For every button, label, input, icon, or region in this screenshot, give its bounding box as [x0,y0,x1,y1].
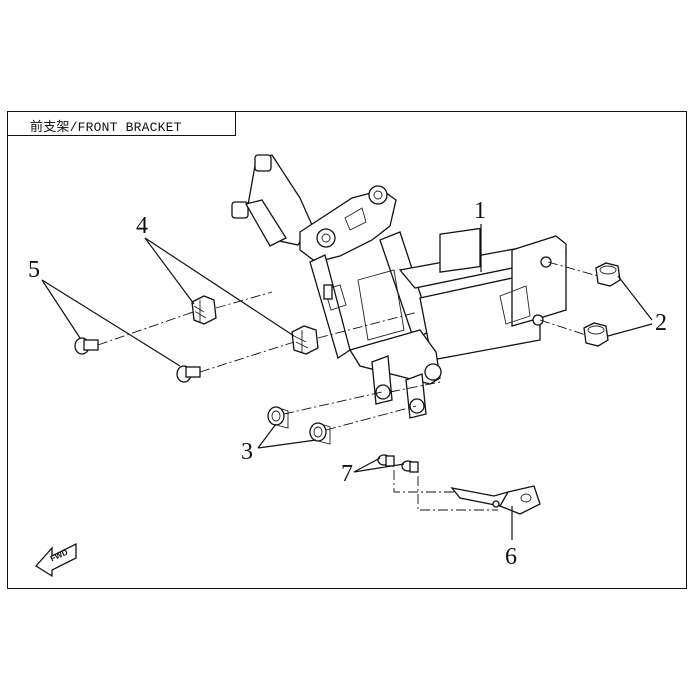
forward-direction-arrow [35,542,77,578]
small-bolt-left [377,454,395,467]
washer-upper [267,406,289,429]
small-bolt-right [401,460,419,473]
small-bracket [450,485,541,515]
leader-lines [41,224,653,540]
callout-7: 7 [341,461,353,487]
nut-lower [583,322,609,347]
callout-1: 1 [474,198,486,224]
callout-2: 2 [655,310,667,336]
diagram-frame [7,111,687,589]
front-bracket-assembly [231,154,568,419]
nut-upper [595,262,621,287]
rubber-bushing-upper [191,295,217,325]
callout-5: 5 [28,257,40,283]
rubber-bushing-lower [291,325,319,355]
bolt-lower [176,365,201,383]
callout-6: 6 [505,544,517,570]
bolt-upper [74,337,99,355]
washer-lower [309,422,331,445]
page-title: 前支架/FRONT BRACKET [30,120,182,135]
title-box [7,111,236,136]
callout-3: 3 [241,439,253,465]
callout-4: 4 [136,213,148,239]
